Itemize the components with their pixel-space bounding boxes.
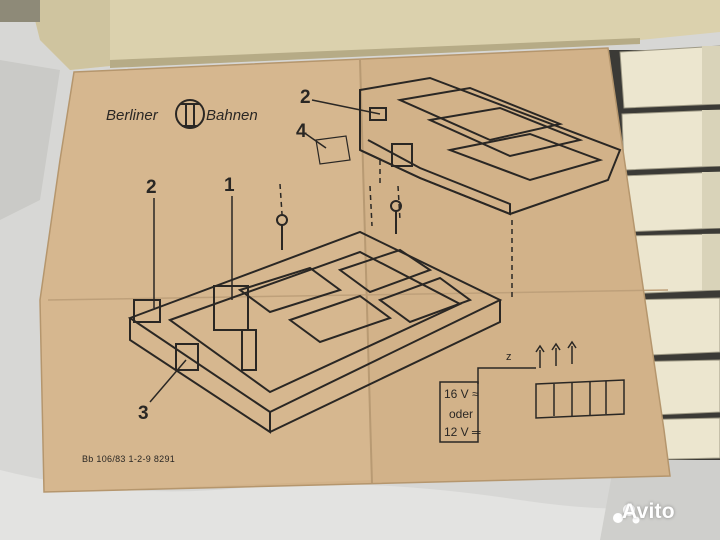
- avito-watermark: Avito: [622, 500, 675, 523]
- instruction-sheet: [39, 47, 671, 493]
- avito-dots-icon: [613, 504, 640, 524]
- voltage-dc-label: 12 V ═: [444, 425, 481, 439]
- berliner-bahnen-logo: [175, 99, 205, 129]
- leader-lines: [149, 99, 513, 403]
- voltage-or-label: oder: [449, 407, 474, 421]
- part-number-2-left: 2: [146, 177, 157, 198]
- screw-icons: [276, 200, 402, 250]
- part-number-1: 1: [224, 175, 235, 196]
- print-code: Bb 106/83 1-2-9 8291: [82, 454, 176, 464]
- brand-name-left: Berliner: [106, 107, 158, 124]
- top-assembly-drawing: [315, 76, 622, 216]
- part-number-2-top: 2: [300, 87, 311, 108]
- brand-name-right: Bahnen: [206, 107, 258, 124]
- wire-label: z: [506, 351, 512, 363]
- part-number-3: 3: [138, 403, 149, 424]
- main-assembly-drawing: [127, 230, 503, 434]
- voltage-ac-label: 16 V ≈: [444, 387, 479, 401]
- wiring-diagram: [439, 340, 625, 443]
- part-number-4: 4: [296, 121, 307, 142]
- box-lid: [0, 0, 720, 70]
